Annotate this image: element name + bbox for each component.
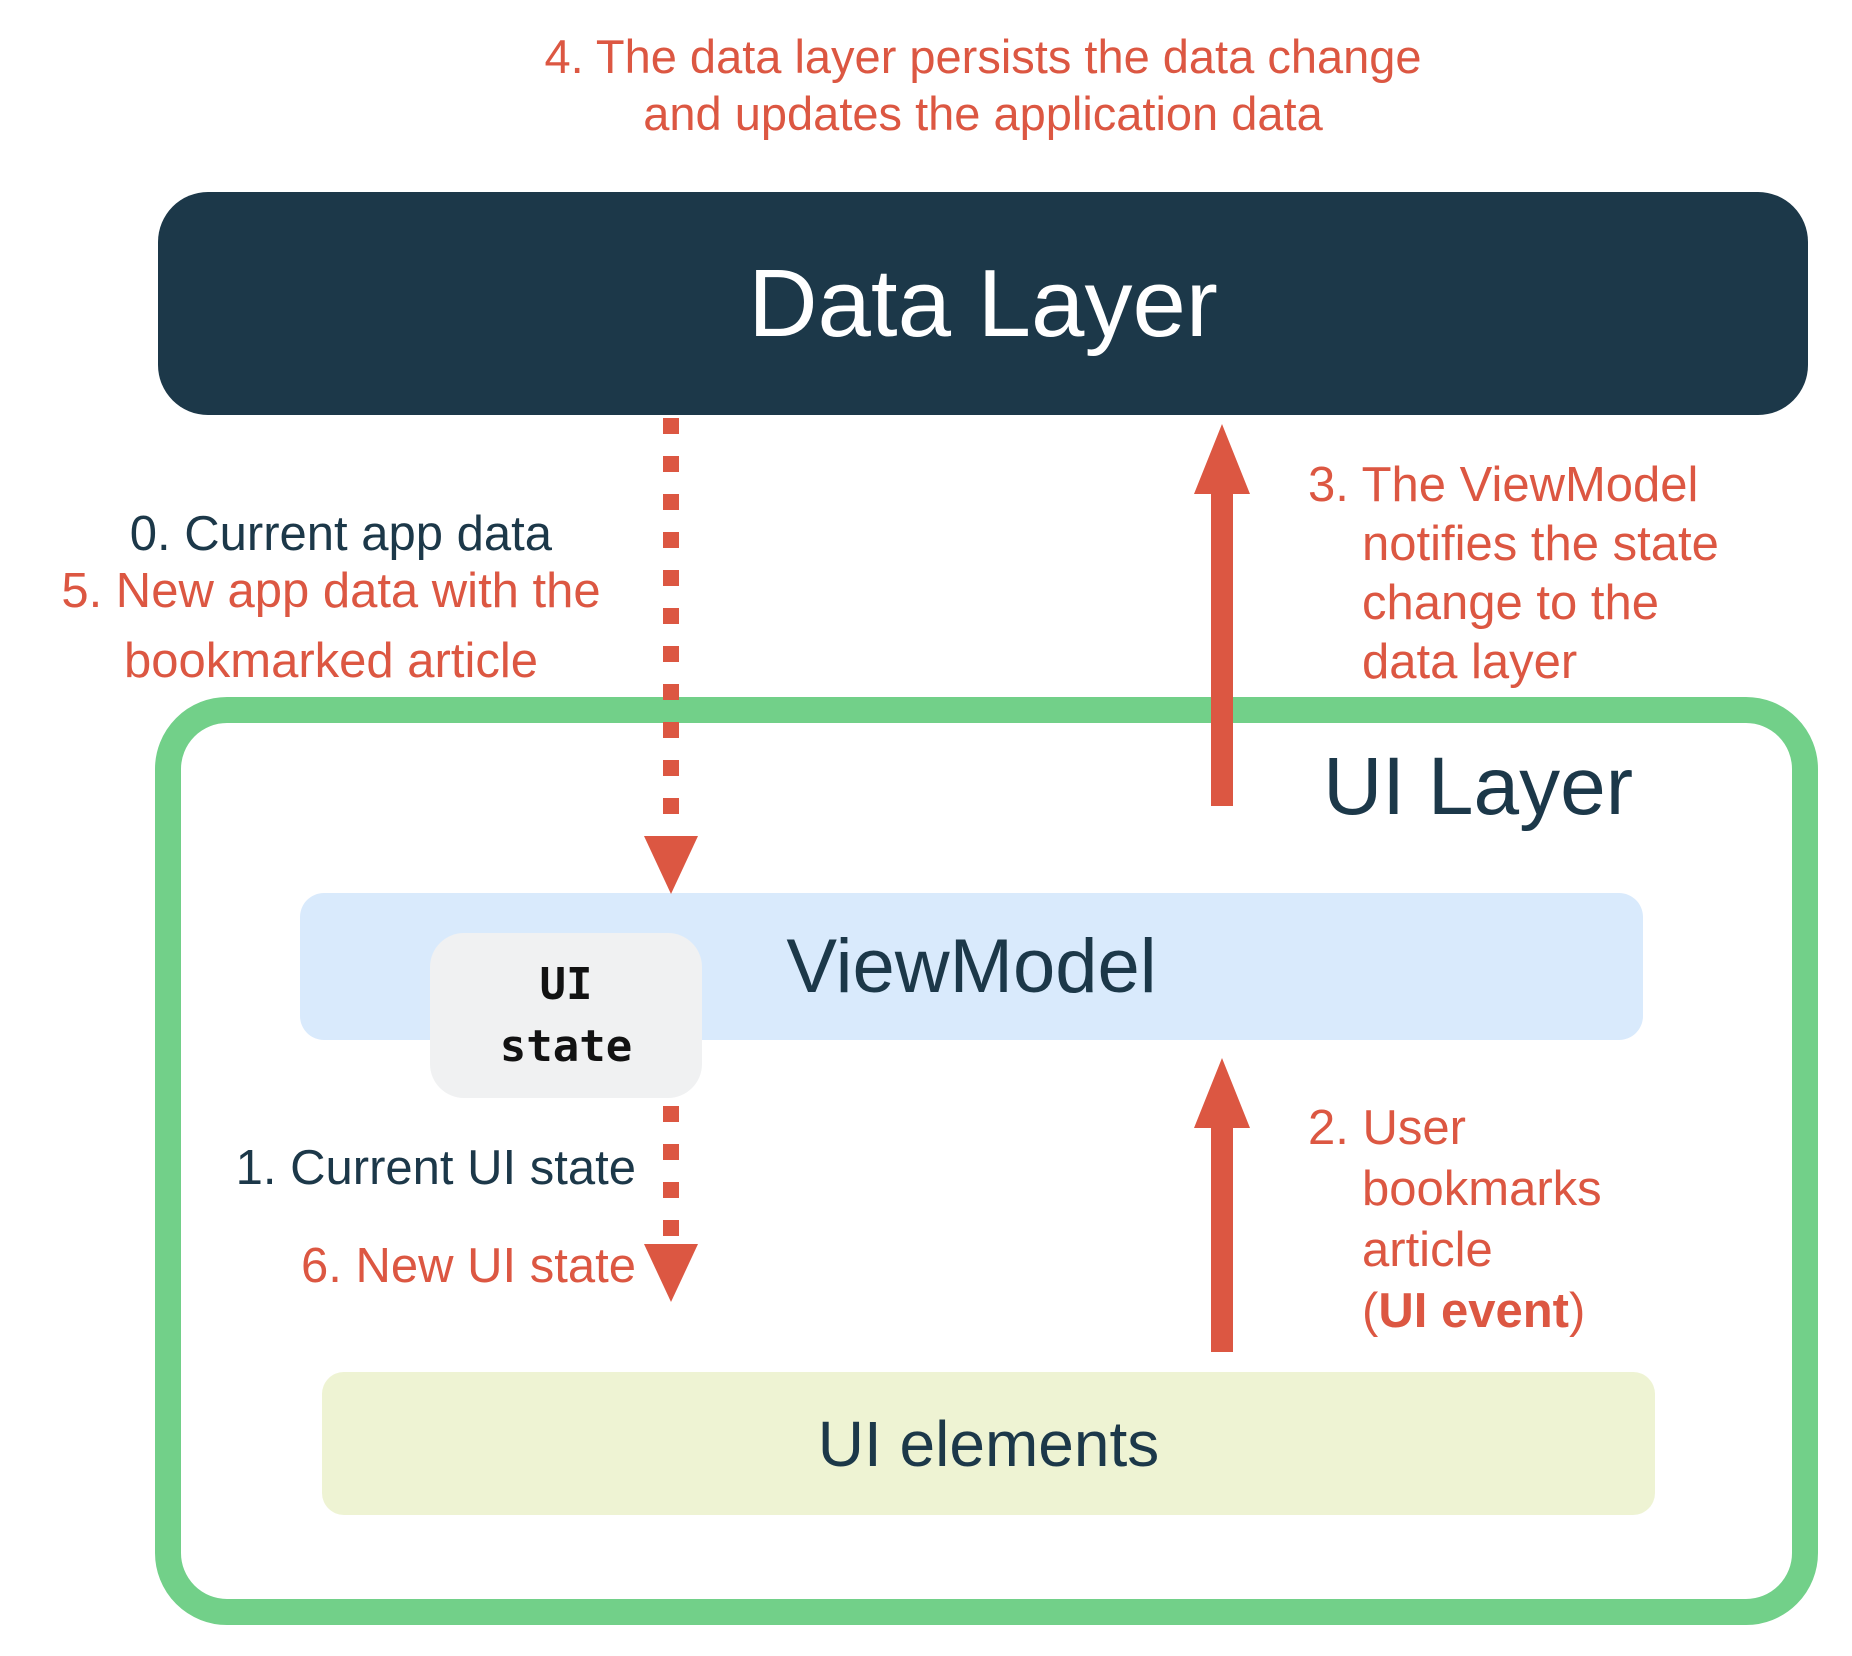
dotted-arrow-data-to-viewmodel: [663, 418, 679, 836]
ui-state-line2: state: [499, 1020, 633, 1072]
annotation-step3-line2: notifies the state: [1362, 517, 1719, 571]
data-layer-box: Data Layer: [158, 192, 1808, 415]
ui-layer-box: [155, 697, 1818, 1625]
arrowhead-down-ui-elements-icon: [644, 1244, 698, 1302]
ui-state-chip: UI state: [430, 933, 702, 1098]
annotation-step5-line2: bookmarked article: [124, 634, 538, 688]
annotation-step3: 3. The ViewModel notifies the state chan…: [1308, 456, 1719, 692]
annotation-step0: 0. Current app data: [129, 507, 552, 561]
annotation-step1: 1. Current UI state: [235, 1141, 636, 1195]
annotation-step4: 4. The data layer persists the data chan…: [158, 28, 1808, 142]
solid-arrow-viewmodel-to-data: [1211, 488, 1233, 806]
annotation-step2-paren-open: (: [1362, 1284, 1379, 1338]
arrowhead-down-viewmodel-icon: [644, 836, 698, 894]
annotation-step2-paren-close: ): [1568, 1284, 1586, 1338]
annotation-step6: 6. New UI state: [301, 1239, 636, 1293]
annotation-step5: 5. New app data with the bookmarked arti…: [25, 556, 637, 696]
annotation-step2-ui-event: UI event: [1378, 1284, 1569, 1338]
annotation-step4-line1: 4. The data layer persists the data chan…: [544, 30, 1422, 83]
arrowhead-up-viewmodel-icon: [1194, 1058, 1250, 1128]
annotation-step2-line3: article: [1362, 1223, 1493, 1277]
ui-elements-box: UI elements: [322, 1372, 1655, 1515]
annotation-step4-line2: and updates the application data: [643, 87, 1323, 140]
annotation-step2-line2: bookmarks: [1362, 1162, 1602, 1216]
solid-arrow-ui-elements-to-viewmodel: [1211, 1122, 1233, 1352]
annotation-step3-line1: 3. The ViewModel: [1308, 458, 1699, 512]
annotation-step3-line3: change to the: [1362, 576, 1659, 630]
arrowhead-up-data-layer-icon: [1194, 424, 1250, 494]
annotation-step2: 2. User bookmarks article (UI event): [1308, 1098, 1602, 1342]
data-layer-label: Data Layer: [748, 249, 1218, 357]
annotation-step5-line1: 5. New app data with the: [61, 564, 601, 618]
dotted-arrow-state-to-ui-elements: [663, 1106, 679, 1244]
ui-state-line1: UI: [539, 958, 593, 1010]
annotation-step2-line1: 2. User: [1308, 1101, 1466, 1155]
ui-layer-label: UI Layer: [1323, 741, 1633, 832]
annotation-step3-line4: data layer: [1362, 635, 1578, 689]
viewmodel-label: ViewModel: [786, 924, 1157, 1009]
annotation-step2-line4: (UI event): [1308, 1281, 1602, 1342]
ui-elements-label: UI elements: [817, 1407, 1160, 1480]
